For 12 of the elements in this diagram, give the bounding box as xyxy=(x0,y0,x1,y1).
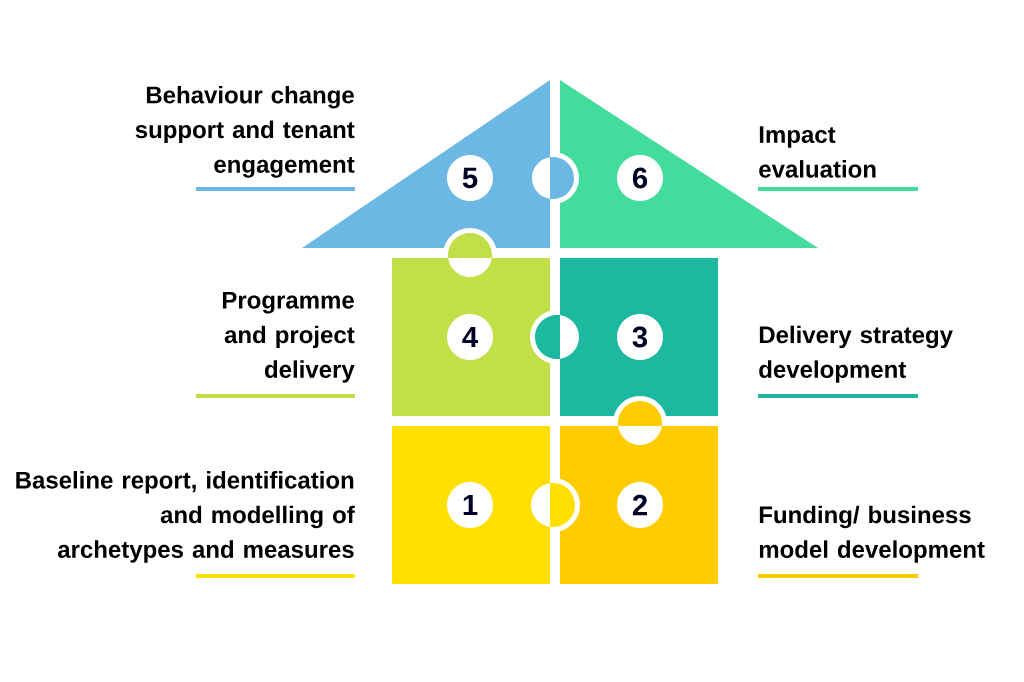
step-label: Impact evaluation xyxy=(759,126,876,178)
number-badge: 4 xyxy=(447,314,493,360)
number-badge: 1 xyxy=(447,482,493,528)
step-label: Funding/ business model development xyxy=(759,505,985,563)
number-badge: 3 xyxy=(617,314,663,360)
number-badge: 5 xyxy=(447,155,493,201)
step-label: Programme and project delivery xyxy=(222,291,355,383)
step-label: Delivery strategy development xyxy=(759,325,953,383)
step-label: Baseline report, identification and modelling of archetypes and measures xyxy=(16,471,355,563)
number-badge: 6 xyxy=(617,155,663,201)
step-label: Behaviour change support and tenant engagement xyxy=(135,85,355,178)
number-badge: 2 xyxy=(617,482,663,528)
